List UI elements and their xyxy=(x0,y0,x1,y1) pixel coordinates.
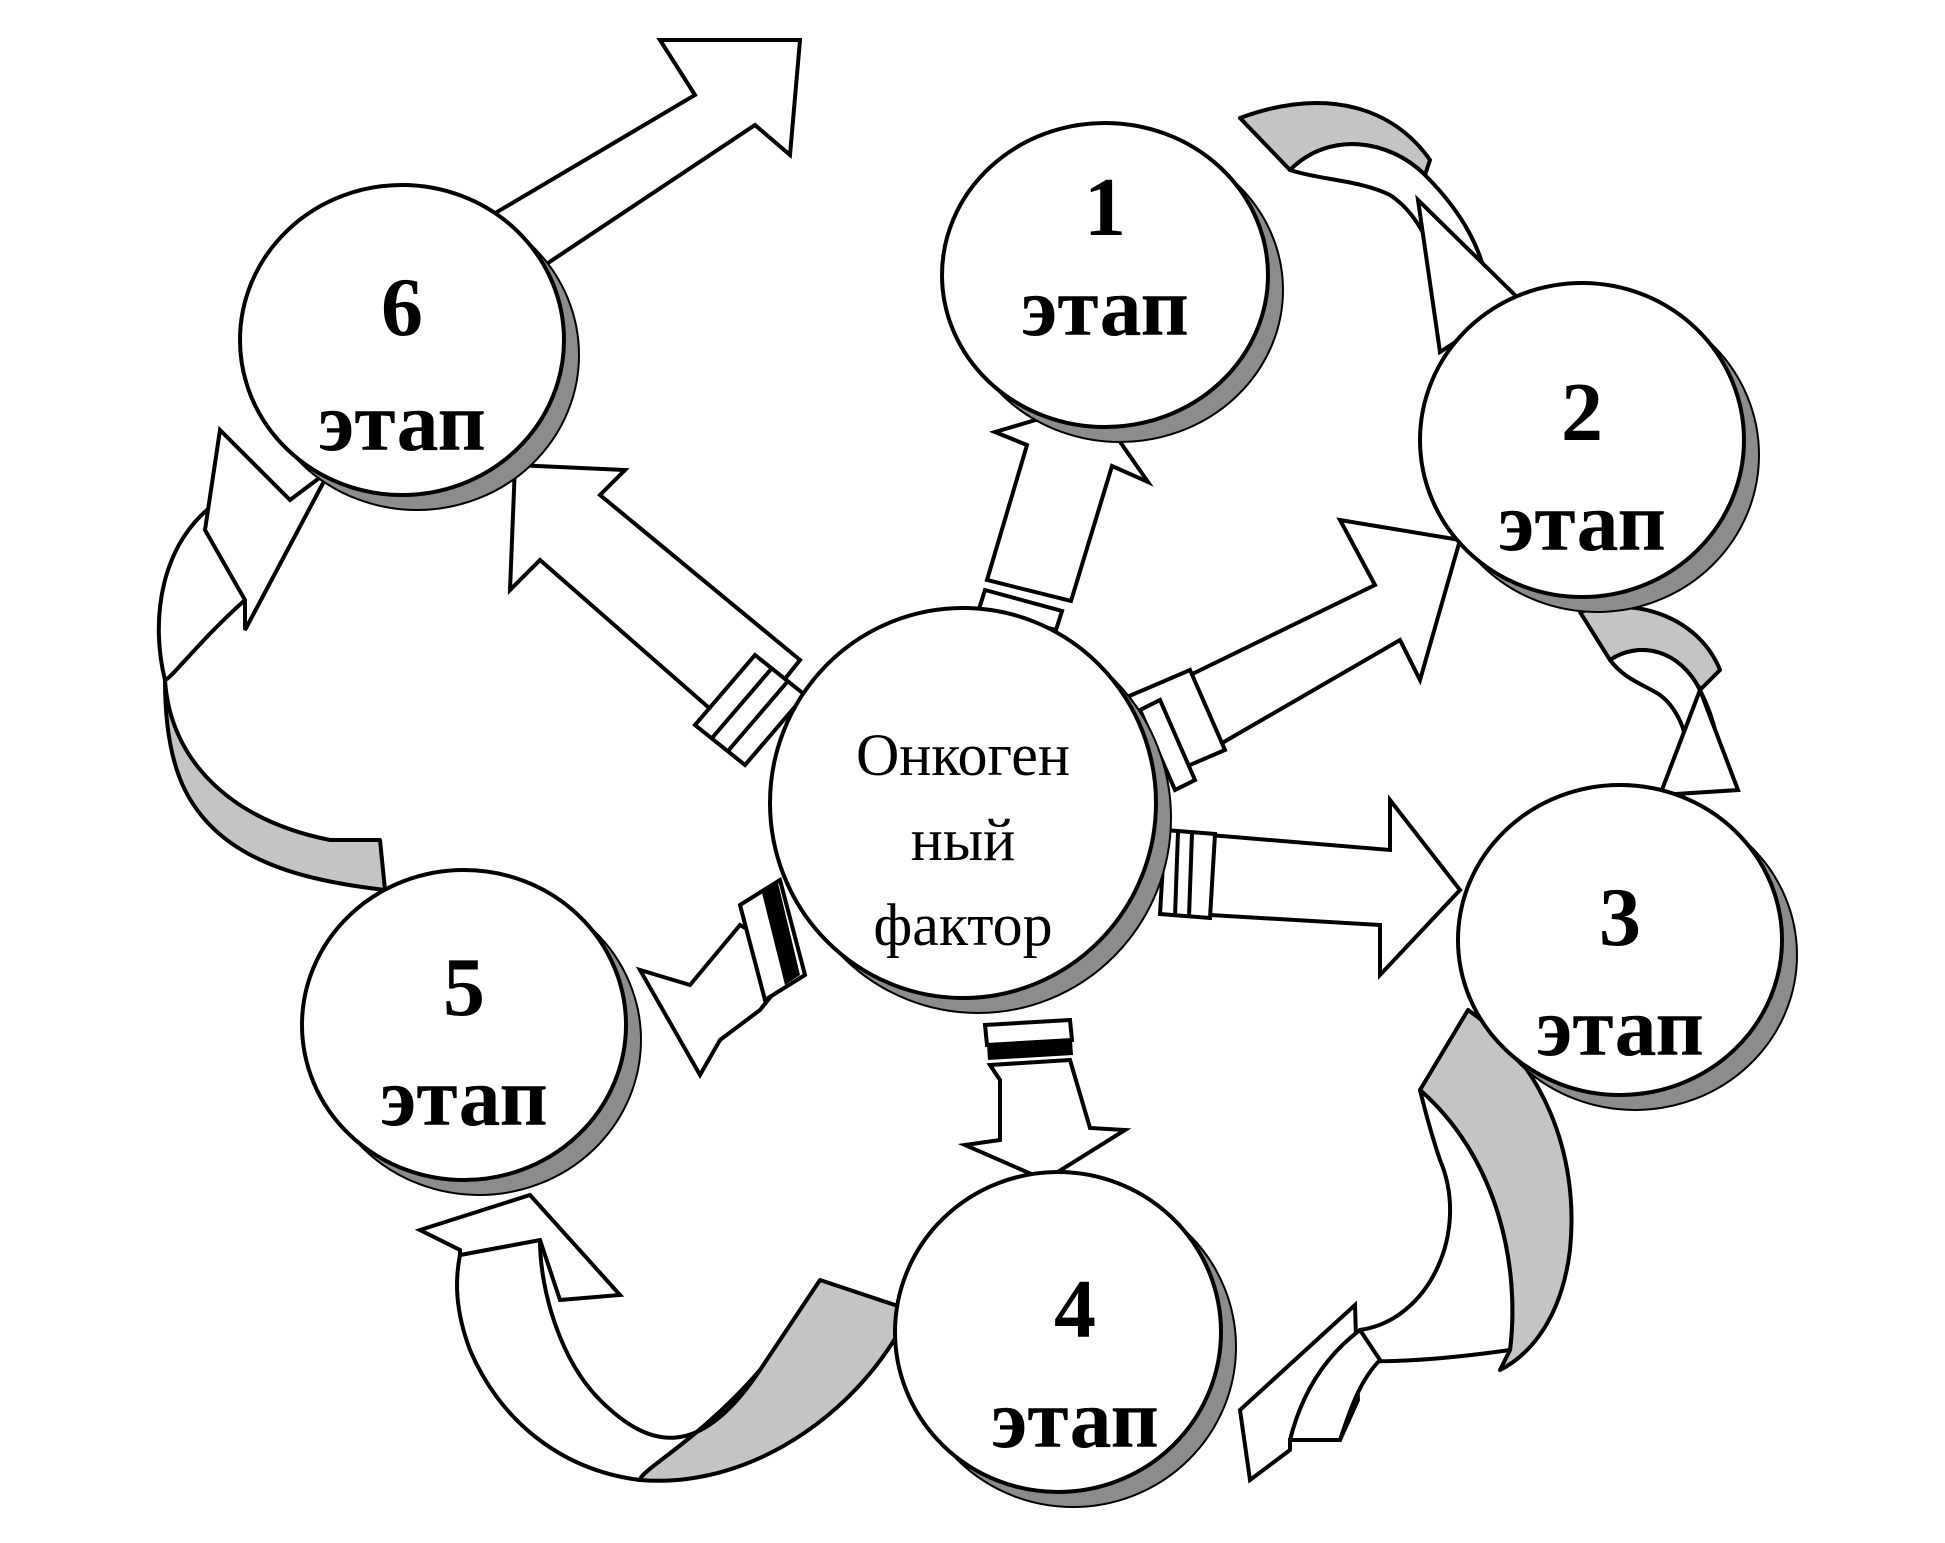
stage-4-number: 4 xyxy=(1054,1263,1096,1356)
stage-3: 3 этап xyxy=(1456,783,1798,1111)
cycle-arrow-2-to-3 xyxy=(1578,604,1741,798)
stage-6-word: этап xyxy=(318,376,486,469)
stage-1-word: этап xyxy=(1021,261,1189,354)
factor-arrow-to-stage-6 xyxy=(507,462,808,768)
cycle-arrow-5-to-6 xyxy=(156,425,387,892)
factor-arrow-to-stage-4 xyxy=(957,1017,1132,1183)
stage-6-exit-arrow xyxy=(466,38,803,278)
stage-4: 4 этап xyxy=(893,1170,1237,1508)
factor-arrow-to-stage-3 xyxy=(1157,794,1463,981)
stage-4-word: этап xyxy=(991,1373,1159,1466)
center-line-1: Онкоген xyxy=(856,722,1070,788)
stage-3-number: 3 xyxy=(1599,871,1641,964)
stage-5-word: этап xyxy=(380,1051,548,1144)
stage-5-number: 5 xyxy=(443,941,485,1034)
stage-1-number: 1 xyxy=(1084,161,1126,254)
stage-2: 2 этап xyxy=(1418,281,1760,613)
stage-2-number: 2 xyxy=(1561,366,1603,459)
stage-5: 5 этап xyxy=(300,868,642,1196)
stage-6-number: 6 xyxy=(381,261,423,354)
stage-1: 1 этап xyxy=(940,121,1284,443)
stage-3-word: этап xyxy=(1536,981,1704,1074)
cycle-arrow-4-to-5 xyxy=(414,1192,912,1483)
factor-arrow-to-stage-2 xyxy=(1117,517,1463,793)
oncogenic-factor: Онкоген ный фактор xyxy=(768,606,1172,1014)
stage-2-word: этап xyxy=(1498,476,1666,569)
stage-6: 6 этап xyxy=(238,183,580,511)
factor-arrow-to-stage-5 xyxy=(635,876,808,1080)
cycle-arrow-1-to-2 xyxy=(1238,101,1524,356)
cycle-arrow-3-to-4 xyxy=(1237,1008,1574,1484)
factor-arrow-to-stage-1 xyxy=(967,400,1154,653)
center-line-2: ный xyxy=(911,807,1016,873)
center-line-3: фактор xyxy=(873,892,1052,958)
